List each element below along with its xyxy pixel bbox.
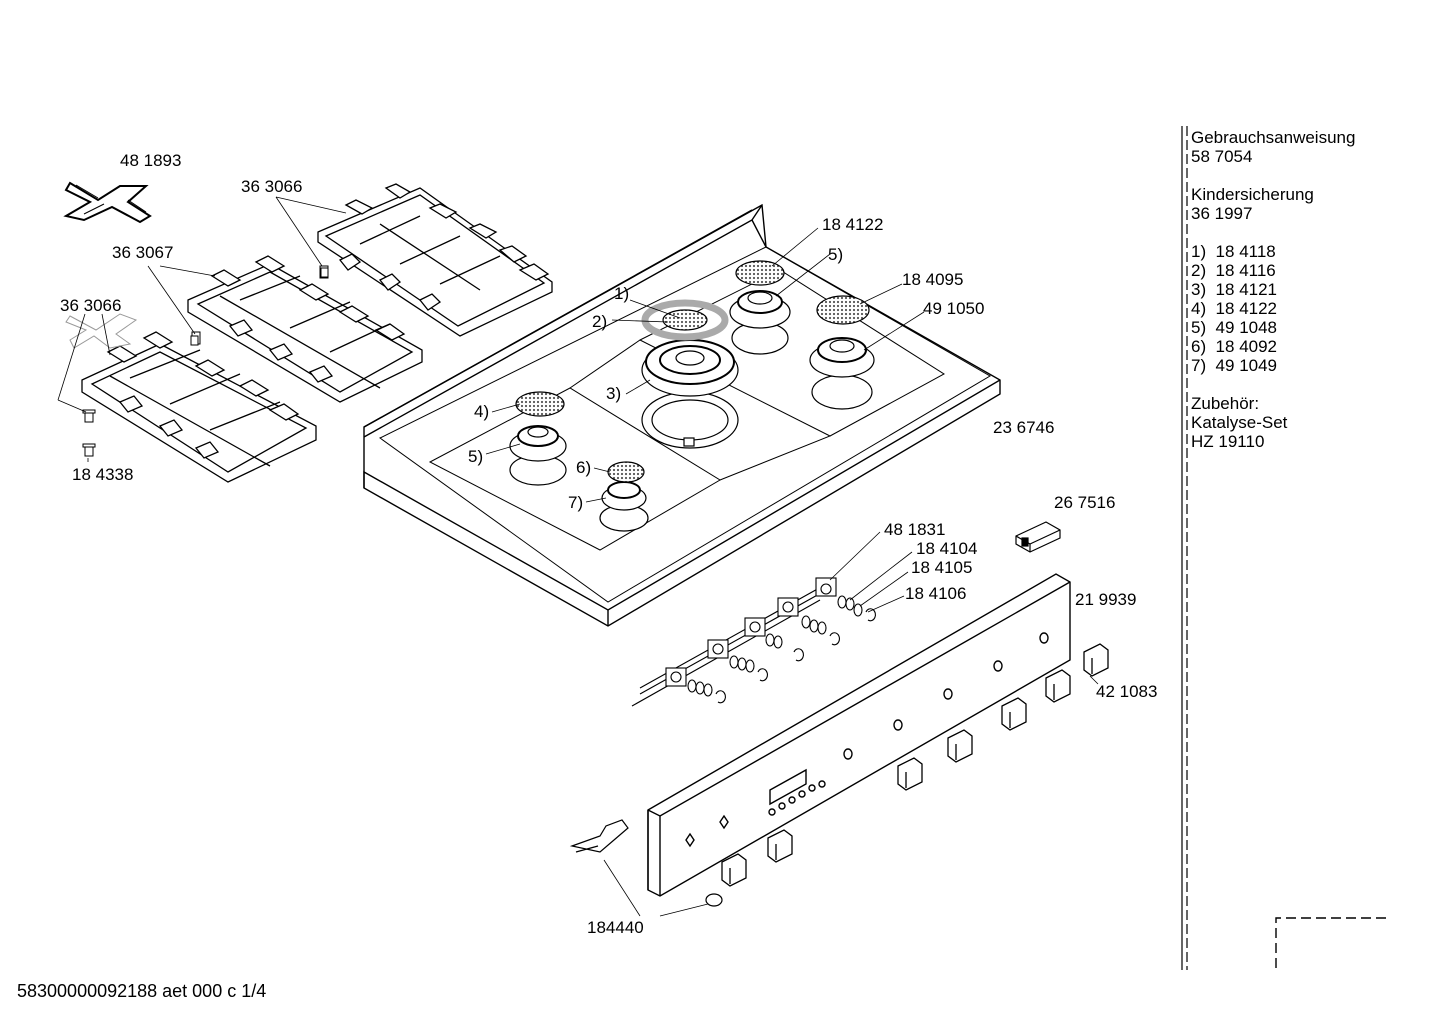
callout-184106: 18 4106	[905, 584, 967, 603]
burner-front-small	[599, 461, 649, 532]
burner-leaders	[485, 227, 925, 503]
leader-421083	[1089, 675, 1099, 685]
callout-4: 4)	[474, 402, 490, 421]
parts-list-item: 4) 18 4122	[1191, 299, 1278, 318]
parts-list-item: 5) 49 1048	[1191, 318, 1278, 337]
manual-number: 58 7054	[1191, 147, 1253, 166]
grate-middle	[187, 255, 423, 403]
parts-sidebar: Gebrauchsanweisung 58 7054 Kindersicheru…	[1191, 128, 1355, 451]
parts-list-item: 1) 18 4118	[1191, 242, 1276, 261]
tap-leaders	[829, 531, 913, 613]
childlock-label: Kindersicherung	[1191, 185, 1314, 204]
parts-list-item: 3) 18 4121	[1191, 280, 1278, 299]
gas-taps	[631, 577, 876, 707]
accessory-name: Katalyse-Set	[1191, 413, 1288, 432]
callout-184104: 18 4104	[916, 539, 978, 558]
manual-label: Gebrauchsanweisung	[1191, 128, 1356, 147]
callout-481893: 48 1893	[120, 151, 182, 170]
parts-list-item: 7) 49 1049	[1191, 356, 1278, 375]
burner-rear-right-top	[729, 260, 791, 355]
burner-rear-right	[809, 295, 875, 410]
grate-left	[81, 331, 317, 483]
accessory-number: HZ 19110	[1191, 432, 1265, 451]
clip-267516	[1015, 521, 1061, 553]
callout-184095: 18 4095	[902, 270, 964, 289]
grate-top	[317, 183, 553, 337]
wok-burner	[641, 299, 739, 449]
callout-421083: 42 1083	[1096, 682, 1158, 701]
callout-6: 6)	[576, 458, 592, 477]
document-id: 58300000092188 aet 000 c 1/4	[17, 981, 267, 1001]
parts-list-item: 2) 18 4116	[1191, 261, 1276, 280]
callout-267516: 26 7516	[1054, 493, 1116, 512]
callout-184440: 184440	[587, 918, 644, 937]
sidebar-separator	[1181, 126, 1188, 970]
corner-mark	[1275, 917, 1388, 968]
callout-7: 7)	[568, 493, 584, 512]
childlock-number: 36 1997	[1191, 204, 1253, 223]
callout-491050: 49 1050	[923, 299, 985, 318]
callout-1: 1)	[614, 284, 630, 303]
callout-184105: 18 4105	[911, 558, 973, 577]
accessory-label: Zubehör:	[1191, 394, 1260, 413]
callout-5-left: 5)	[468, 447, 484, 466]
grate-leaders	[57, 196, 347, 462]
control-panel	[647, 573, 1071, 897]
callout-219939: 21 9939	[1075, 590, 1137, 609]
callout-363067: 36 3067	[112, 243, 174, 262]
callout-184122: 18 4122	[822, 215, 884, 234]
callout-3: 3)	[606, 384, 622, 403]
igniter-184440	[569, 819, 723, 907]
callout-184338: 18 4338	[72, 465, 134, 484]
callout-481831: 48 1831	[884, 520, 946, 539]
callout-2: 2)	[592, 312, 608, 331]
callout-5-top: 5)	[828, 245, 844, 264]
igniter-leaders	[603, 859, 709, 917]
control-knobs	[721, 643, 1109, 887]
parts-list-item: 6) 18 4092	[1191, 337, 1278, 356]
callout-363066-top: 36 3066	[241, 177, 303, 196]
ghost-pan-support	[65, 313, 138, 349]
callout-236746: 23 6746	[993, 418, 1055, 437]
callout-363066-left: 36 3066	[60, 296, 122, 315]
screw-184338	[82, 267, 329, 457]
burner-front-left	[509, 391, 567, 486]
pan-support-insert	[63, 181, 152, 224]
